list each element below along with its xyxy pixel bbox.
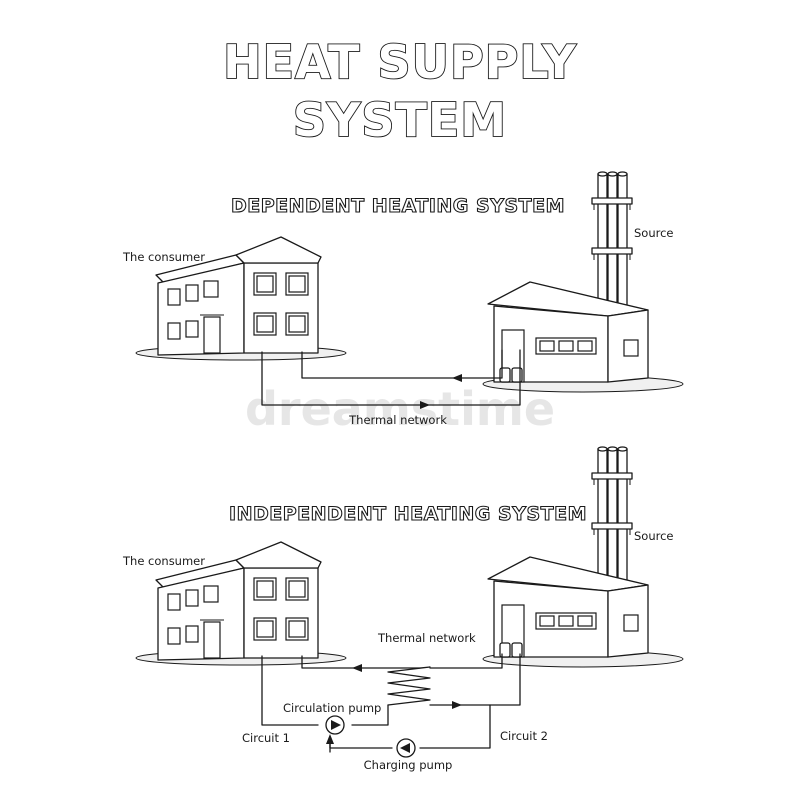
circulation-pump-label: Circulation pump [283,701,381,715]
independent-source-label: Source [634,529,674,543]
title-line-1: HEAT SUPPLY [223,35,577,89]
circuit-1-label: Circuit 1 [242,731,290,745]
watermark-text: dreamstime [245,382,555,436]
charging-pump-label: Charging pump [364,758,453,772]
independent-system: INDEPENDENT HEATING SYSTEM The consumer … [122,446,684,772]
dependent-source-label: Source [634,226,674,240]
circuit-1-pipes [261,655,421,753]
dependent-consumer-label: The consumer [122,250,205,264]
circuit-2-label: Circuit 2 [500,729,548,743]
title-line-2: SYSTEM [293,93,507,147]
dependent-thermal-network-pipes [261,349,521,409]
dependent-heading: DEPENDENT HEATING SYSTEM [231,195,565,217]
circulation-pump-icon [325,715,345,735]
independent-network-label: Thermal network [377,631,476,645]
charging-pump-icon [396,738,416,758]
independent-heading: INDEPENDENT HEATING SYSTEM [229,503,587,525]
independent-source-plant [482,446,684,668]
dependent-system: DEPENDENT HEATING SYSTEM The consumer So… [122,171,684,427]
heat-exchanger-coil [387,666,431,706]
independent-consumer-label: The consumer [122,554,205,568]
circuit-2-pipes [329,653,521,749]
dependent-network-label: Thermal network [348,413,447,427]
